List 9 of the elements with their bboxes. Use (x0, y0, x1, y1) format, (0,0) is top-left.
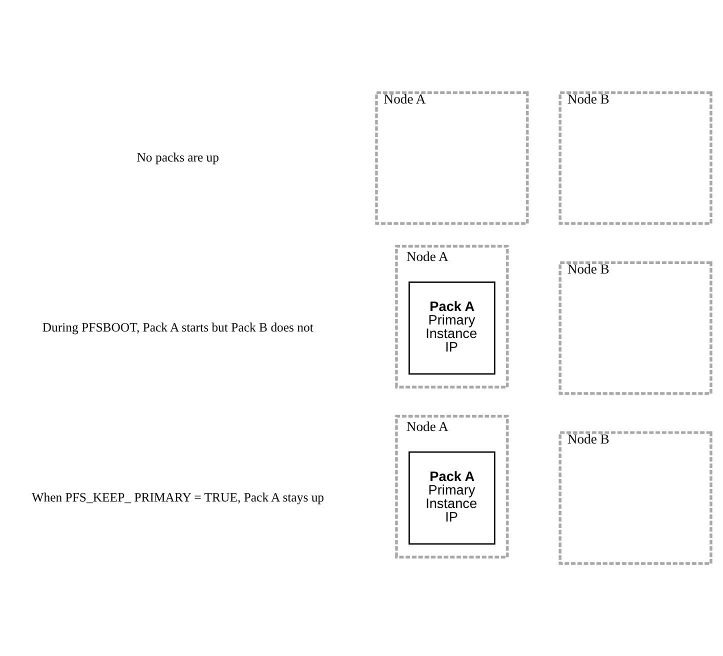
node-box: Node B (558, 430, 712, 564)
node-box: Node B (558, 90, 712, 224)
node-box: Node A (375, 90, 529, 224)
node-box: Pack A Primary Instance IP (408, 280, 496, 374)
node-box: Pack A Primary Instance IP (408, 450, 496, 544)
label: When PFS_KEEP_ PRIMARY = TRUE, Pack A stays up (32, 490, 324, 504)
node-box: Node B (558, 260, 712, 394)
label: No packs are up (136, 150, 220, 164)
label: During PFSBOOT, Pack A starts but Pack B does not (42, 320, 314, 334)
